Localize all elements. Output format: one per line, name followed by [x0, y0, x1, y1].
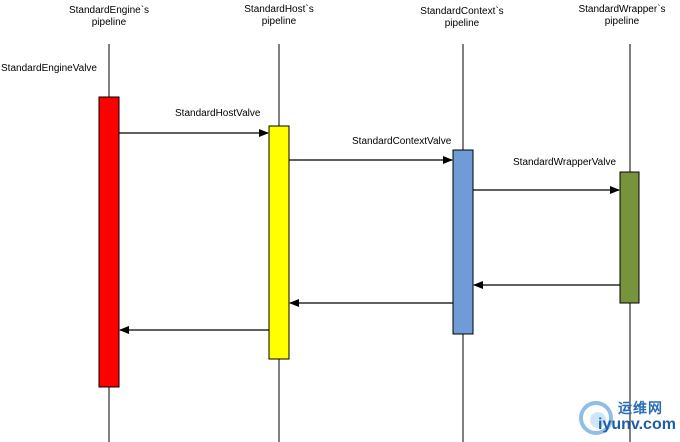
activation-engine	[98, 96, 120, 388]
valve-label-context: StandardContextValve	[352, 136, 452, 147]
valve-label-host: StandardHostValve	[175, 108, 261, 119]
header-context-line2: pipeline	[444, 18, 480, 29]
activation-host	[268, 125, 290, 360]
header-wrapper-line1: StandardWrapper`s	[578, 4, 666, 15]
activation-wrapper	[619, 171, 640, 304]
header-wrapper: StandardWrapper`s pipeline	[552, 4, 680, 28]
watermark-logo-icon	[579, 401, 613, 435]
header-host: StandardHost`s pipeline	[209, 4, 349, 28]
header-host-line1: StandardHost`s	[244, 4, 314, 15]
watermark: 运维网 iyunv.com	[574, 394, 678, 438]
watermark-cn: 运维网	[618, 400, 663, 416]
header-engine-line2: pipeline	[91, 17, 127, 28]
header-host-line2: pipeline	[261, 16, 297, 27]
valve-label-engine: StandardEngineValve	[1, 63, 97, 74]
watermark-en: iyunv.com	[598, 416, 676, 433]
header-wrapper-line2: pipeline	[604, 16, 640, 27]
header-engine: StandardEngine`s pipeline	[39, 5, 179, 29]
header-context: StandardContext`s pipeline	[392, 6, 532, 30]
activation-context	[452, 149, 474, 335]
valve-label-wrapper: StandardWrapperValve	[513, 157, 617, 168]
header-engine-line1: StandardEngine`s	[68, 5, 150, 16]
header-context-line1: StandardContext`s	[420, 6, 504, 17]
